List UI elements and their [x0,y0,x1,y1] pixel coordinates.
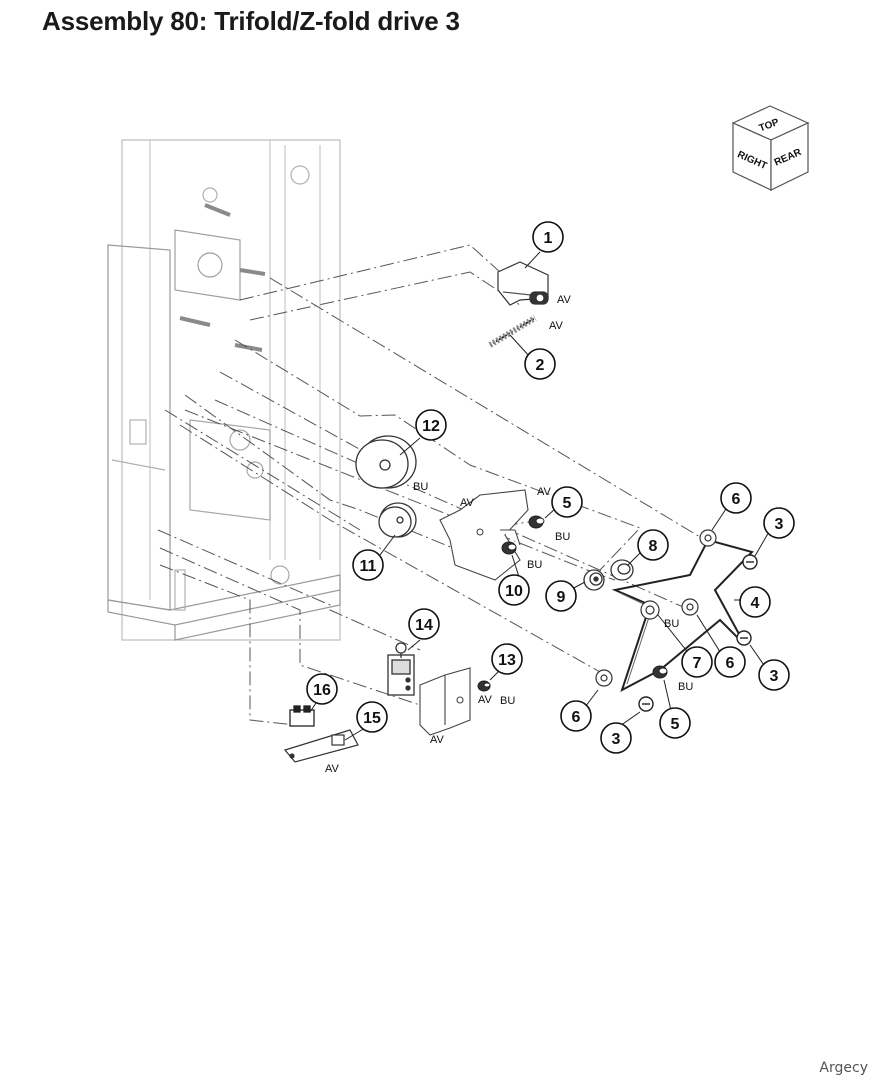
part-9-pulley [583,569,605,591]
note-av: AV [325,763,340,775]
leader-lines [157,244,706,726]
note-bu: BU [500,695,515,707]
svg-text:3: 3 [770,668,779,685]
part-11-gear [378,502,417,538]
svg-text:5: 5 [563,495,572,512]
callout-14: 14 [408,608,440,640]
part-13-screw [477,680,491,692]
part-3-clip-mid [736,630,752,646]
callout-leaders [309,251,771,741]
note-av: AV [557,294,572,306]
note-av: AV [549,320,564,332]
svg-text:13: 13 [498,652,516,669]
callout-13: 13 [491,643,523,675]
part-1-bracket [497,261,549,306]
svg-text:4: 4 [751,595,760,612]
note-bu: BU [678,681,693,693]
svg-text:16: 16 [313,682,331,699]
svg-text:7: 7 [693,655,702,672]
note-bu: BU [664,618,679,630]
part-8-pulley [610,559,634,581]
note-bu: BU [527,559,542,571]
callout-1: 1 [532,221,564,253]
part-12-large-gear [355,435,417,489]
part-2-spring [488,315,537,348]
printer-frame [107,139,341,641]
callout-15: 15 [356,701,388,733]
part-5-bushing-lower [652,665,668,679]
watermark: Argecy [819,1060,868,1076]
part-14-solenoid [387,642,415,696]
svg-text:9: 9 [557,589,566,606]
svg-text:10: 10 [505,583,523,600]
svg-text:12: 12 [422,418,440,435]
part-6-bearing-top [699,529,717,547]
part-15-bracket [283,729,359,763]
note-bu: BU [413,481,428,493]
svg-text:6: 6 [726,655,735,672]
svg-text:14: 14 [415,617,433,634]
svg-text:6: 6 [572,709,581,726]
note-av: AV [537,486,552,498]
callout-5b: 5 [659,707,691,739]
callout-7: 7 [681,646,713,678]
callout-3b: 3 [758,659,790,691]
svg-text:11: 11 [360,558,377,575]
svg-text:15: 15 [363,710,381,727]
callout-4: 4 [739,586,771,618]
callout-3a: 3 [763,507,795,539]
part-6-bearing-low [595,669,613,687]
callout-6b: 6 [714,646,746,678]
part-10-bushing [501,541,517,555]
callout-6a: 6 [720,482,752,514]
callout-12: 12 [415,409,447,441]
callout-11: 11 [352,549,384,581]
callout-6c: 6 [560,700,592,732]
callout-9: 9 [545,580,577,612]
note-av: AV [460,497,475,509]
svg-text:6: 6 [732,491,741,508]
note-av: AV [430,734,445,746]
part-7-pulley [640,600,660,620]
callout-16: 16 [306,673,338,705]
part-3-clip-low [638,696,654,712]
callout-8: 8 [637,529,669,561]
part-notes: AV AV BU AV AV BU BU BU BU AV BU AV AV [325,294,693,775]
callout-5a: 5 [551,486,583,518]
callout-3c: 3 [600,722,632,754]
callout-2: 2 [524,348,556,380]
svg-text:5: 5 [671,716,680,733]
svg-text:3: 3 [775,516,784,533]
part-3-clip-top [742,554,758,570]
svg-text:1: 1 [544,230,553,247]
note-bu: BU [555,531,570,543]
svg-text:8: 8 [649,538,658,555]
note-av: AV [478,694,493,706]
orientation-cube-icon: TOP RIGHT REAR [731,105,810,191]
callout-10: 10 [498,574,530,606]
drive-bracket [439,489,529,581]
part-16-sensor [289,705,315,727]
callout-circles: 1 2 3 3 3 4 5 5 6 6 6 7 8 9 10 11 12 13 … [306,221,795,754]
solenoid-bracket [419,667,471,736]
svg-text:2: 2 [536,357,545,374]
svg-text:3: 3 [612,731,621,748]
part-5-bushing-upper [528,515,545,529]
part-6-bearing-mid [681,598,699,616]
page-title: Assembly 80: Trifold/Z-fold drive 3 [42,6,460,36]
